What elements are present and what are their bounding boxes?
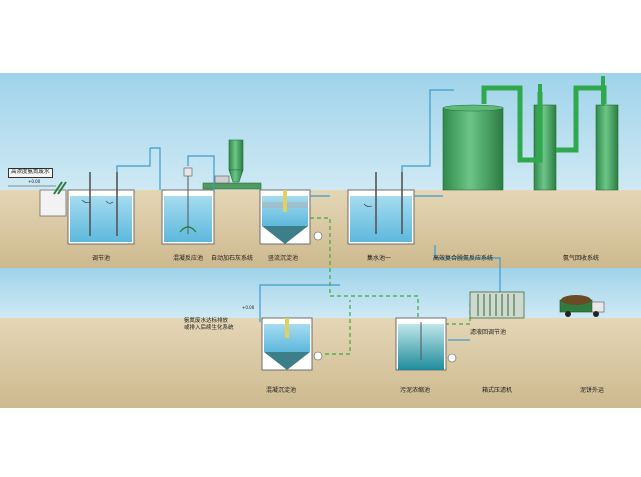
ammonia-recovery-towers — [481, 76, 619, 191]
lime-dosing-system — [202, 139, 262, 190]
filter-press-label: 箱式压滤机 — [482, 387, 513, 394]
coagulation-settling-tank-label: 混凝沉淀池 — [266, 387, 297, 394]
sludge-thickener — [395, 317, 447, 371]
upper-pipes — [116, 89, 454, 197]
lower-ground — [0, 318, 641, 408]
filtrate-return-label: 滤液回调节池 — [470, 329, 507, 336]
inlet-level: +0.00 — [28, 179, 41, 184]
sludge-truck — [559, 295, 605, 317]
lower-sky — [0, 268, 641, 318]
sludge-thickener-label: 污泥浓缩池 — [400, 387, 431, 394]
collection-tank-1 — [347, 172, 415, 245]
discharge-level: +0.00 — [242, 305, 255, 310]
collection-tank-label: 集水池一 — [367, 255, 392, 262]
ammonia-recovery-label: 氨气回收系统 — [563, 255, 600, 262]
transport-label: 泥饼外运 — [580, 387, 605, 394]
vertical-settling-tank — [259, 189, 311, 245]
coagulation-reaction-tank — [161, 167, 215, 245]
pumps — [313, 231, 457, 363]
coagulation-reaction-tank-label: 混凝反应池 — [173, 255, 204, 262]
stripping-reactor — [442, 104, 504, 191]
equalization-tank — [67, 172, 135, 245]
filter-press — [469, 291, 525, 319]
coagulation-settling-tank — [261, 317, 313, 371]
stripping-system-label: 高效复合脱氮反应系统 — [433, 255, 494, 262]
sludge-lines — [310, 217, 471, 355]
vertical-settling-tank-label: 竖流沉淀池 — [268, 255, 299, 262]
discharge-line-1: 氨氮废水达标排放 — [184, 318, 229, 324]
inlet-label: 高浓度氨氮废水 — [8, 168, 53, 178]
equalization-tank-label: 调节池 — [92, 255, 111, 262]
discharge-label: 氨氮废水达标排放 或排入后续生化系统 — [184, 318, 234, 332]
discharge-line-2: 或排入后续生化系统 — [184, 324, 234, 331]
inlet-channel — [8, 181, 67, 217]
lime-system-label: 自动加石灰系统 — [211, 255, 254, 262]
